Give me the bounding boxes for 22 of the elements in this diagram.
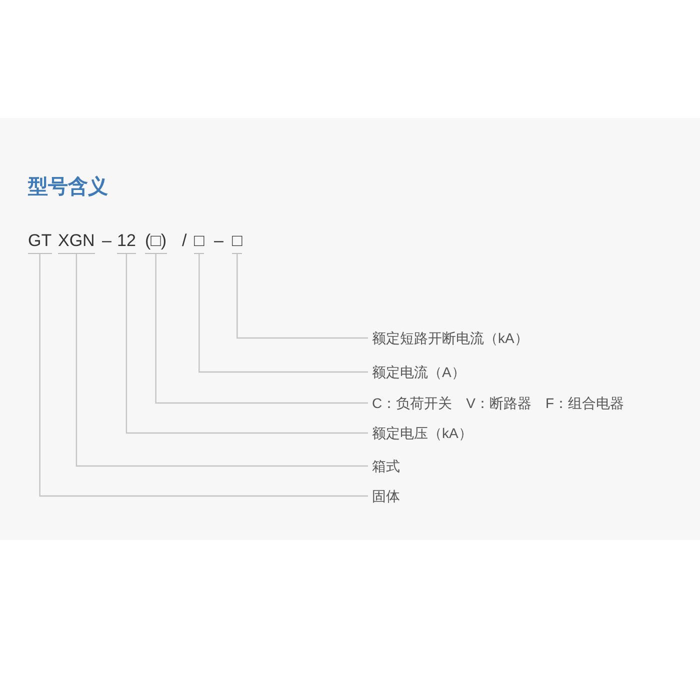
code-segment: XGN	[58, 232, 95, 254]
leader-line	[76, 254, 368, 467]
code-segment: □	[194, 232, 204, 254]
code-segment: □	[232, 232, 242, 254]
code-segment: GT	[28, 232, 52, 254]
separator-symbol: /	[182, 232, 187, 250]
leader-line	[39, 254, 368, 497]
explanation-text: C：负荷开关 V：断路器 F：组合电器	[372, 395, 624, 411]
explanation-text: 箱式	[372, 458, 400, 474]
explanation-text: 额定电流（A）	[372, 364, 466, 380]
leader-line	[198, 254, 368, 373]
separator-symbol: –	[214, 232, 224, 250]
code-segment: 12	[117, 232, 136, 254]
explanation-text: 额定短路开断电流（kA）	[372, 330, 528, 346]
title: 型号含义	[28, 175, 108, 199]
leader-line	[155, 254, 368, 404]
explanation-text: 固体	[372, 488, 400, 504]
explanation-text: 额定电压（kA）	[372, 425, 472, 441]
separator-symbol: –	[102, 232, 112, 250]
leader-line	[236, 254, 368, 339]
code-segment: (□)	[145, 232, 167, 254]
leader-line	[126, 254, 368, 434]
